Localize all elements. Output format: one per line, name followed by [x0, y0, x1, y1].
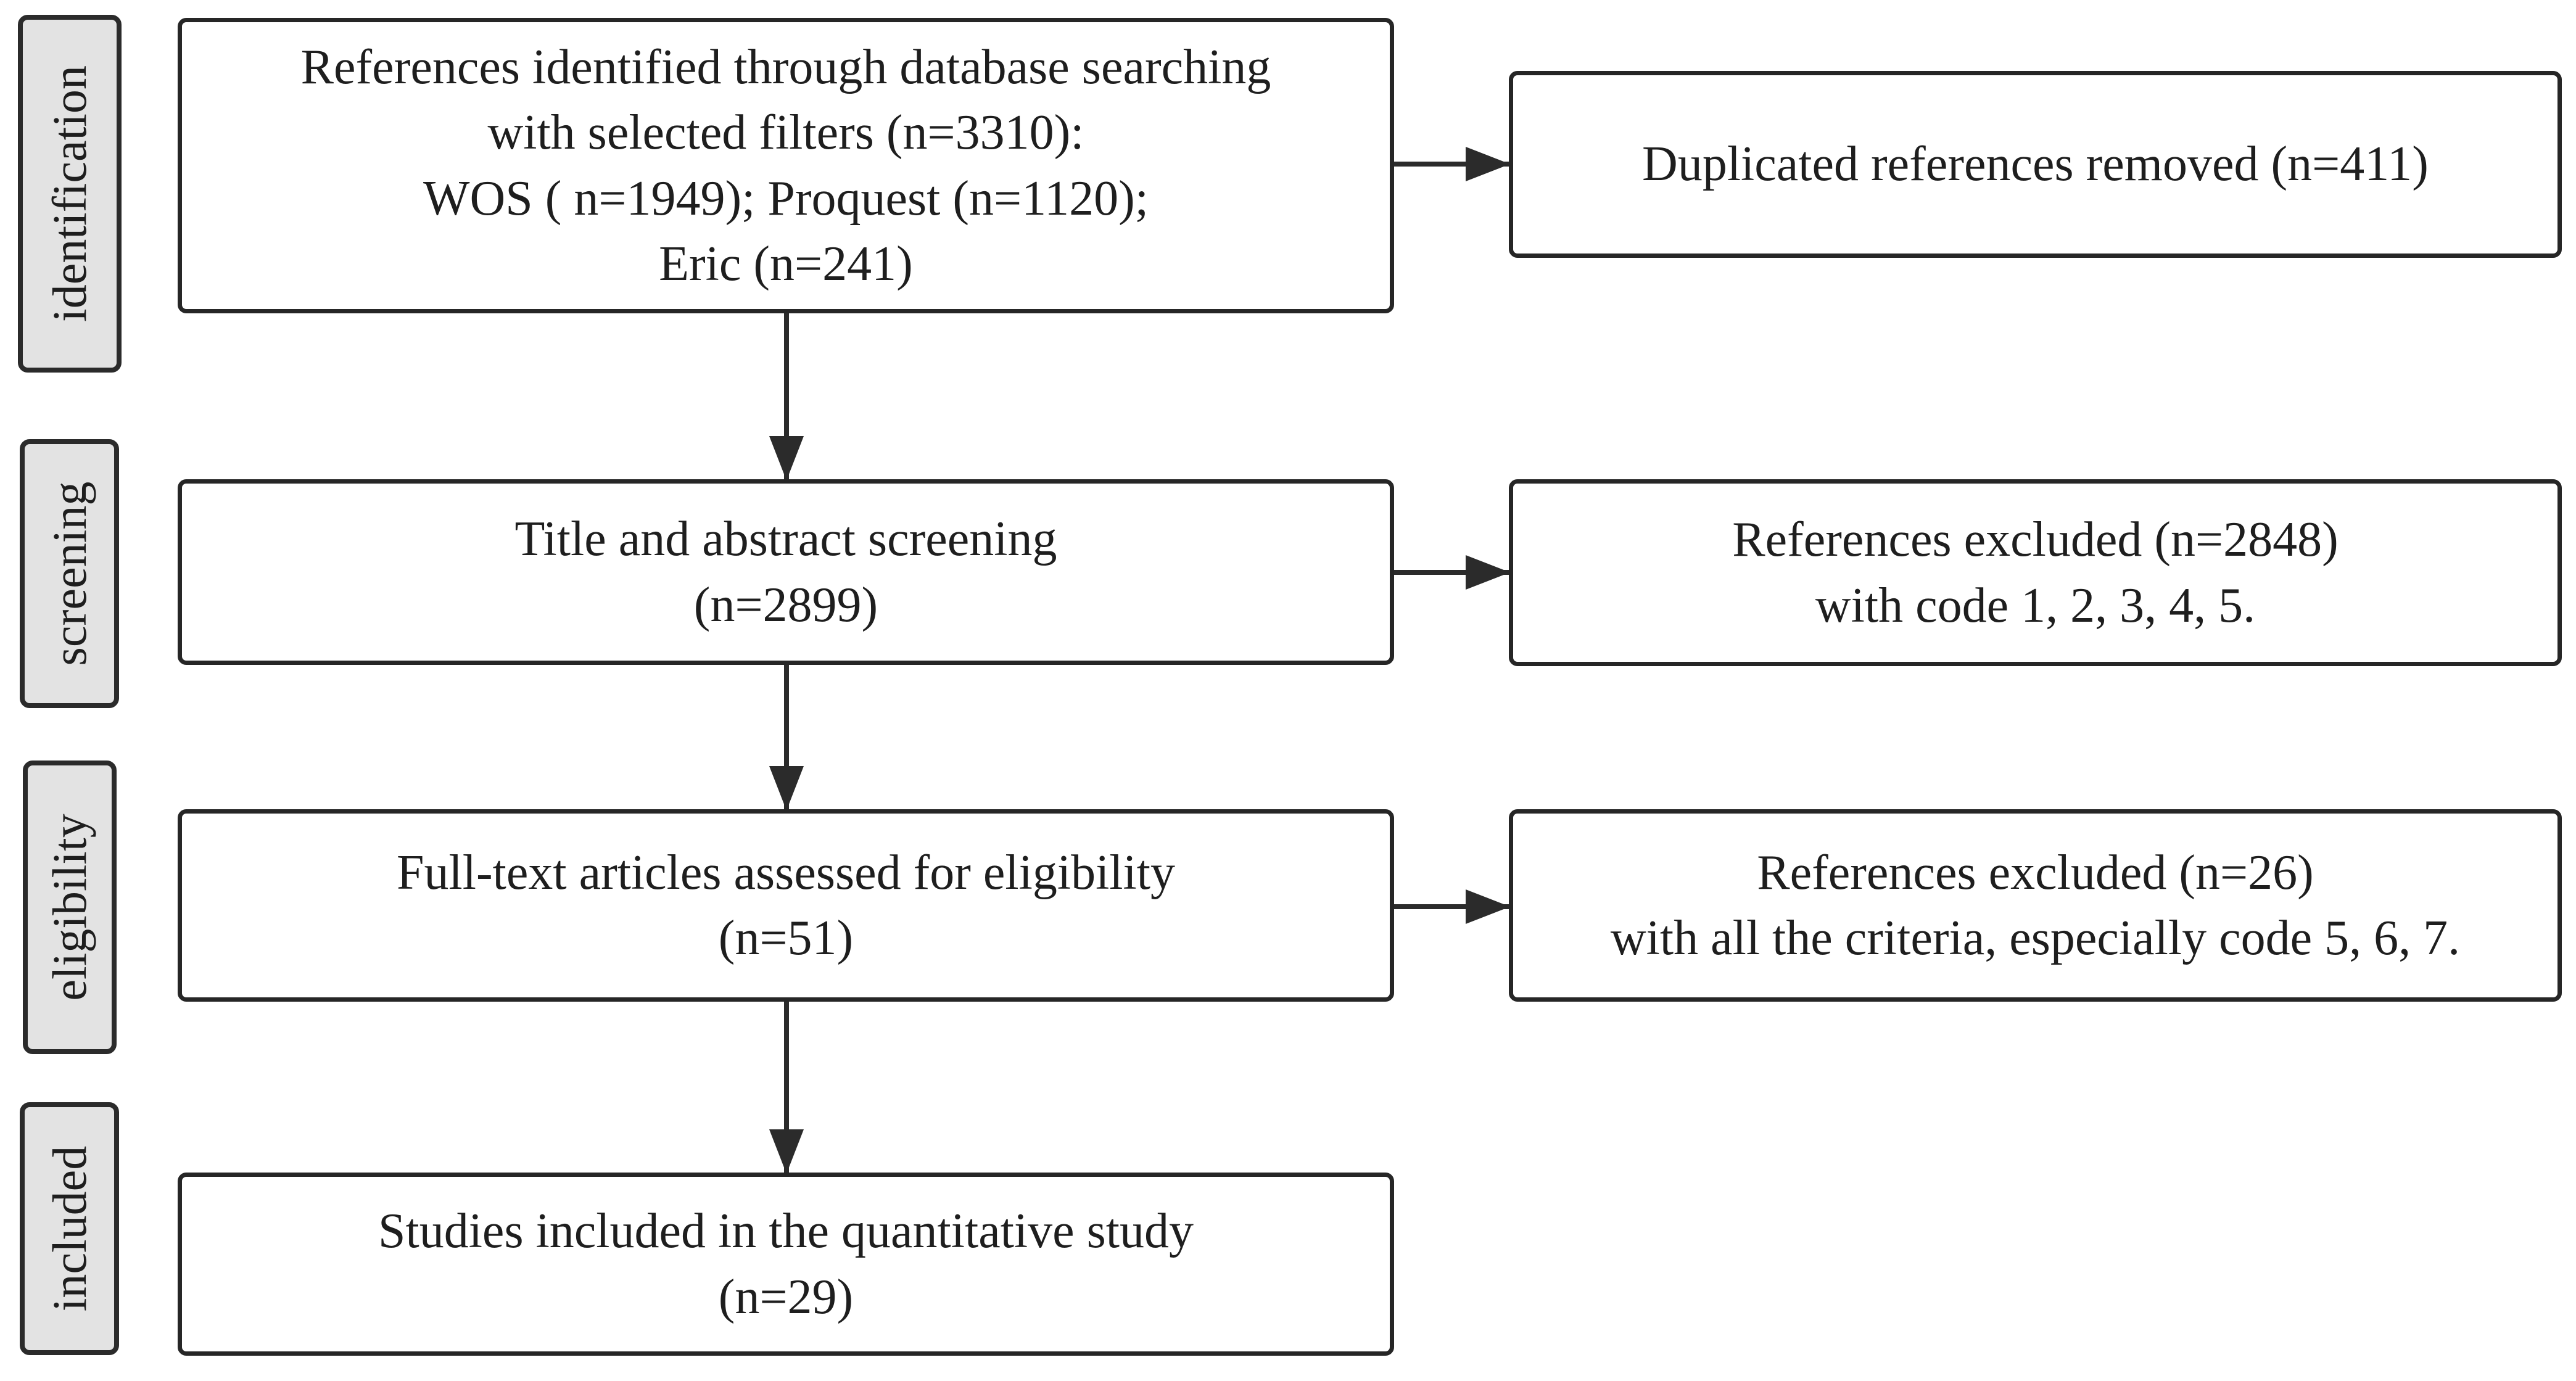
eligibility-box: Full-text articles assessed for eligibil…: [178, 809, 1394, 1002]
box-text-line: References excluded (n=2848): [1732, 513, 2339, 567]
box-text-line: Title and abstract screening: [514, 512, 1057, 567]
phase-label: screening: [42, 481, 96, 666]
box-text-line: with code 1, 2, 3, 4, 5.: [1815, 578, 2256, 633]
box-text-line: Duplicated references removed (n=411): [1642, 137, 2429, 192]
phase-tag-eligibility: eligibility: [23, 761, 117, 1054]
box-text-line: Studies included in the quantitative stu…: [378, 1204, 1194, 1259]
box-text-line: References identified through database s…: [300, 39, 1271, 94]
phase-label: eligibility: [43, 814, 96, 1001]
box-text-line: (n=51): [718, 911, 854, 965]
box-text-line: WOS ( n=1949); Proquest (n=1120);: [423, 171, 1149, 226]
screening-box: Title and abstract screening (n=2899): [178, 479, 1394, 665]
eligibility-excluded-box: References excluded (n=26) with all the …: [1509, 809, 2562, 1002]
phase-tag-identification: identification: [18, 15, 122, 373]
box-text-line: (n=29): [718, 1269, 854, 1324]
box-text-line: (n=2899): [693, 577, 878, 632]
screening-excluded-box: References excluded (n=2848) with code 1…: [1509, 479, 2562, 666]
included-box: Studies included in the quantitative stu…: [178, 1173, 1394, 1356]
phase-label: included: [42, 1145, 96, 1312]
box-text-line: with all the criteria, especially code 5…: [1610, 911, 2461, 965]
phase-tag-included: included: [20, 1102, 119, 1355]
box-text-line: Eric (n=241): [659, 236, 913, 291]
box-text-line: References excluded (n=26): [1757, 845, 2314, 900]
identification-box: References identified through database s…: [178, 18, 1394, 313]
box-text-line: with selected filters (n=3310):: [487, 105, 1084, 160]
phase-tag-screening: screening: [20, 439, 119, 708]
duplicates-removed-box: Duplicated references removed (n=411): [1509, 71, 2562, 258]
box-text-line: Full-text articles assessed for eligibil…: [397, 845, 1175, 900]
phase-label: identification: [43, 65, 96, 322]
